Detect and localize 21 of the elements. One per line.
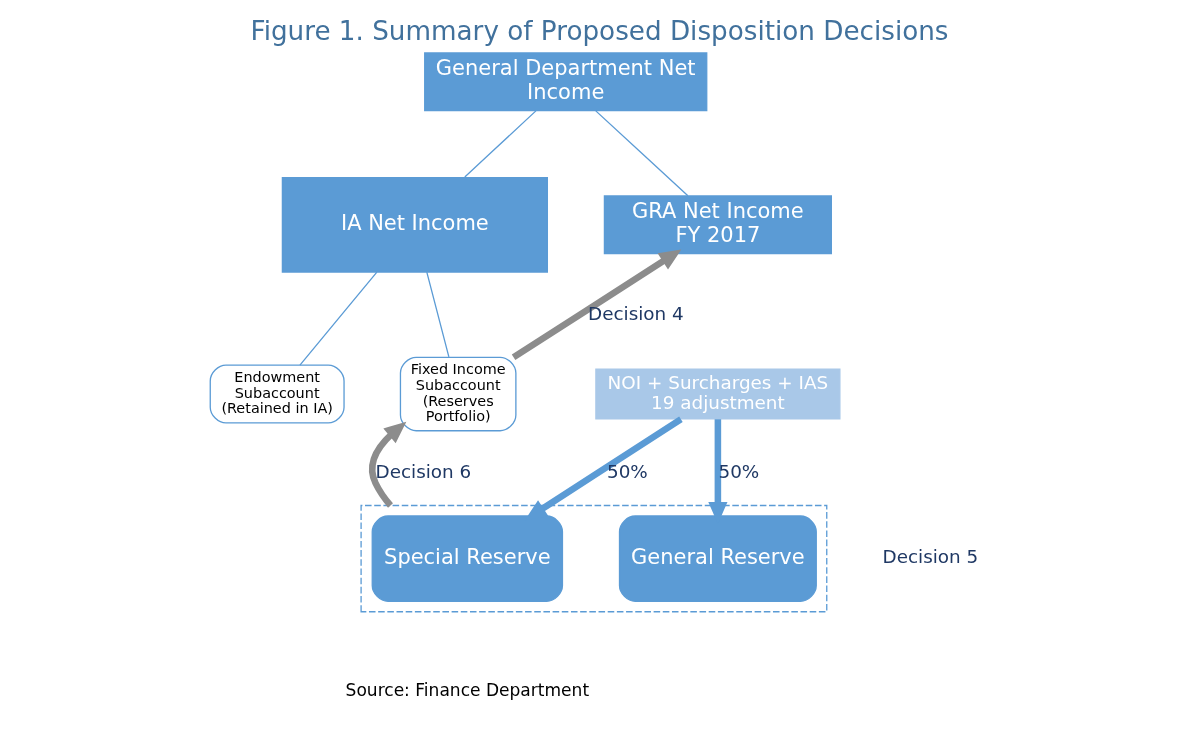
node-box: NOI + Surcharges + IAS 19 adjustment [594,368,841,420]
node-box: General Department Net Income [423,52,707,112]
diagram-title: Figure 1. Summary of Proposed Disposition Decisions [249,15,949,46]
node-box: IA Net Income [281,176,548,273]
label: Decision 5 [882,546,978,568]
node-box: Endowment Subaccount (Retained in IA) [209,364,345,424]
caption: Source: Finance Department [345,680,589,701]
arrow [511,249,681,360]
connector [463,110,537,178]
node-box: GRA Net Income FY 2017 [603,195,832,255]
connector [425,271,449,358]
connector [298,271,378,366]
connector [594,110,689,197]
node-box: General Reserve [618,515,817,602]
edge-label: 50% [606,461,648,483]
edge-label: Decision 4 [587,302,684,324]
node-box: Fixed Income Subaccount (Reserves Portfolio) [399,356,517,432]
node-box: Special Reserve [371,515,563,602]
arrow [368,421,406,508]
cluster [359,504,827,613]
edge-label: Decision 6 [375,461,471,483]
